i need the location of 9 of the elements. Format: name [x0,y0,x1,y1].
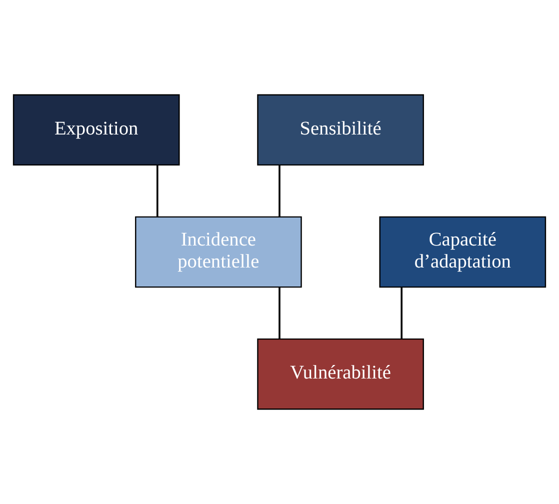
connector [400,287,403,339]
node-box: Capacité d’adaptation [379,216,546,288]
connector [156,165,158,217]
node-box: Sensibilité [257,94,424,166]
node-box: Incidence potentielle [135,216,302,288]
node-box: Exposition [12,94,180,166]
node-box: Vulnérabilité [257,338,424,410]
connector [278,287,280,339]
connector [278,165,280,217]
